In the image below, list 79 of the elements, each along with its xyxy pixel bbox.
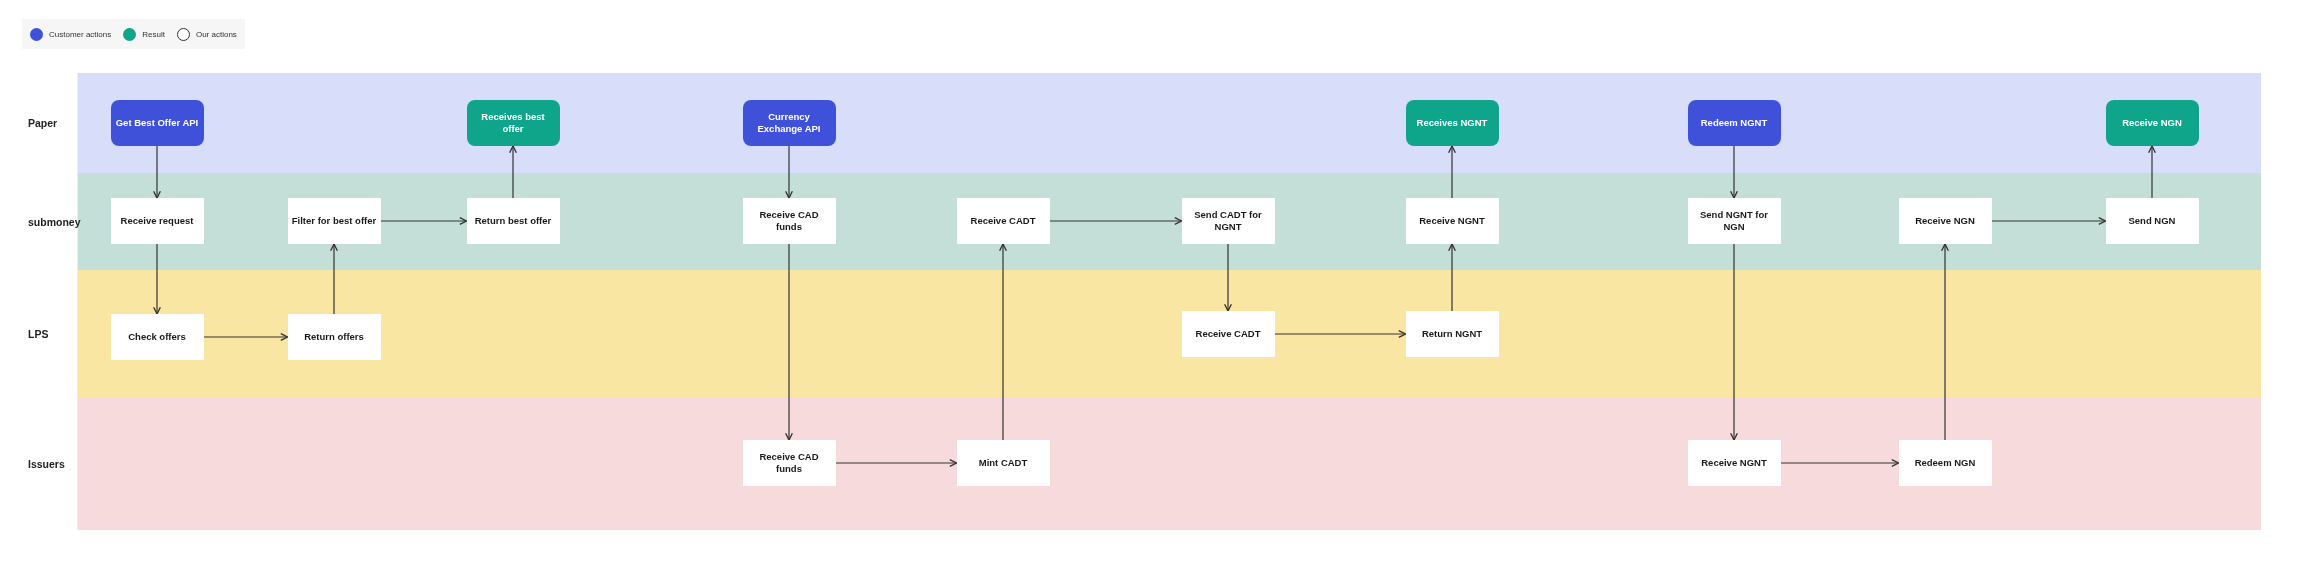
arrow — [1048, 216, 1183, 226]
action-pill — [110, 100, 204, 146]
swimlane — [22, 397, 2261, 530]
process-box — [1405, 198, 1499, 244]
process-box — [1898, 440, 1992, 486]
process-box — [2105, 198, 2199, 244]
lane-label: LPS — [22, 270, 78, 397]
arrow — [784, 145, 794, 199]
node-label: Receive NGNT — [1700, 456, 1768, 470]
process-box — [1181, 311, 1275, 357]
arrow — [508, 145, 518, 199]
swimlane — [22, 270, 2261, 397]
node-label: Receive NGN — [2121, 116, 2183, 130]
node-label: Receive CADT — [969, 214, 1037, 228]
process-box — [742, 198, 836, 244]
arrow — [1273, 329, 1407, 339]
arrow — [2147, 145, 2157, 199]
process-box — [287, 198, 381, 244]
process-box — [956, 198, 1050, 244]
node-label: Receive request — [119, 214, 195, 228]
legend-label: Our actions — [195, 29, 237, 39]
node-label: Currency Exchange API — [756, 110, 822, 136]
legend-label: Result — [142, 29, 165, 39]
process-box — [1687, 440, 1781, 486]
process-box — [110, 314, 204, 360]
node-label: Receive CAD funds — [758, 208, 820, 234]
arrow — [1223, 243, 1233, 312]
node-label: Return NGNT — [1420, 327, 1484, 341]
node-label: Receives NGNT — [1415, 116, 1489, 130]
arrow — [1940, 243, 1950, 441]
swimlane — [22, 173, 2261, 270]
arrow — [152, 243, 162, 315]
action-pill — [1405, 100, 1499, 146]
lane-label: Issuers — [22, 397, 78, 530]
arrow — [1729, 243, 1739, 441]
node-label: Redeem NGN — [1913, 456, 1977, 470]
arrow — [329, 243, 339, 315]
arrow — [202, 332, 289, 342]
process-box — [1687, 198, 1781, 244]
node-label: Send NGN — [2127, 214, 2177, 228]
node-label: Return best offer — [473, 214, 553, 228]
node-label: Filter for best offer — [290, 214, 378, 228]
process-box — [1181, 198, 1275, 244]
process-box — [466, 198, 560, 244]
legend-label: Customer actions — [49, 29, 112, 39]
arrow — [834, 458, 958, 468]
swimlane — [22, 73, 2261, 173]
action-pill — [742, 100, 836, 146]
arrow — [998, 243, 1008, 441]
process-box — [110, 198, 204, 244]
arrow — [379, 216, 468, 226]
node-label: Send NGNT for NGN — [1698, 208, 1770, 234]
node-label: Receive NGNT — [1418, 214, 1486, 228]
node-label: Send CADT for NGNT — [1193, 208, 1263, 234]
process-box — [742, 440, 836, 486]
arrow — [1779, 458, 1900, 468]
action-pill — [1687, 100, 1781, 146]
arrow — [1447, 145, 1457, 199]
arrow — [1729, 145, 1739, 199]
node-label: Receives best offer — [480, 110, 546, 136]
node-label: Get Best Offer API — [114, 116, 200, 130]
arrow — [1447, 243, 1457, 312]
process-box — [956, 440, 1050, 486]
arrow — [152, 145, 162, 199]
process-box — [1898, 198, 1992, 244]
arrow — [784, 243, 794, 441]
node-label: Mint CADT — [977, 456, 1029, 470]
node-label: Check offers — [127, 330, 187, 344]
process-box — [287, 314, 381, 360]
lane-label: Paper — [22, 73, 78, 173]
action-pill — [466, 100, 560, 146]
node-label: Receive NGN — [1914, 214, 1976, 228]
process-box — [1405, 311, 1499, 357]
arrow — [1990, 216, 2107, 226]
node-label: Receive CAD funds — [758, 450, 820, 476]
node-label: Return offers — [303, 330, 365, 344]
node-label: Redeem NGNT — [1699, 116, 1769, 130]
action-pill — [2105, 100, 2199, 146]
node-label: Receive CADT — [1194, 327, 1262, 341]
